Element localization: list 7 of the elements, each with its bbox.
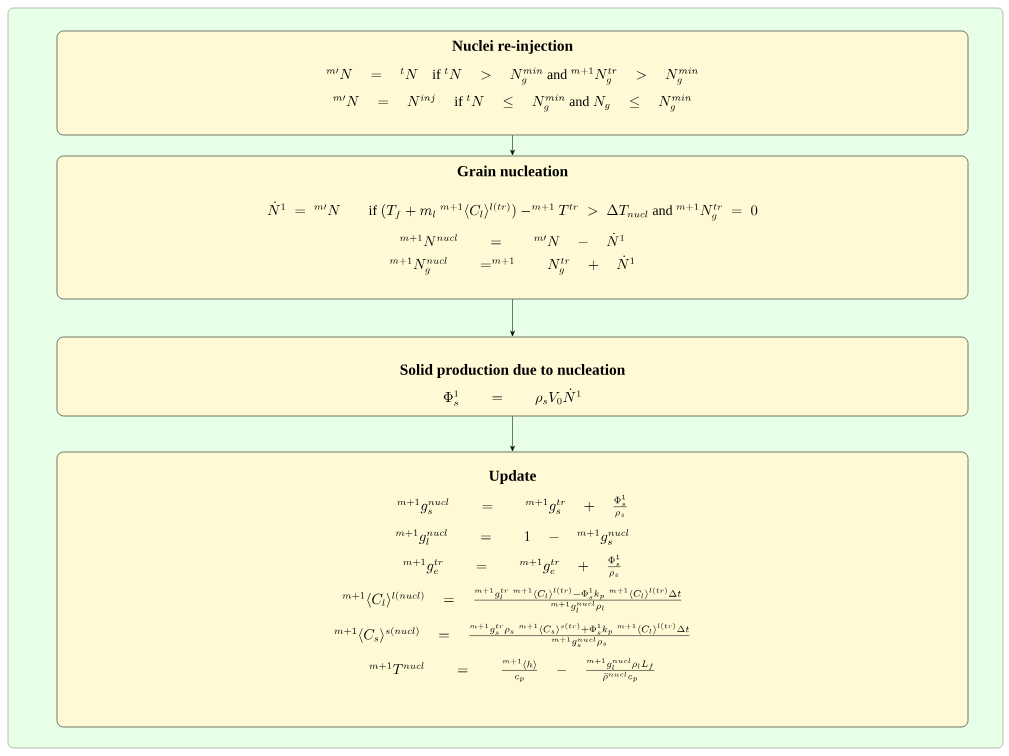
process-box: Grain nucleation $\dot{N}^1 \;=\; {}^{m\prime}N \qquad \mbox{if } (T_f + m_l\ {}^{m+1}\langle C_l\rangle^{l(tr)}) -^{m+1} T^{tr} \;>\; \Delta T_{nucl} \mbox{ and } {}^{m+1}N_g^{tr} \;=\; 0$ ${}^{m+1}N^{nucl} \qquad = \qquad {}^{m\prime}N \quad - \quad \dot{N}^1$ ${}^{m+1}N_g^{nucl} \qquad =^{m+1} \qquad N_g^{tr} \quad + \quad \dot{N}^1$: [56, 155, 969, 300]
arrow: [510, 299, 515, 337]
process-box: Solid production due to nucleation $\Phi_s^1 \qquad = \qquad \rho_s V_0 \dot{N}^1$: [56, 336, 969, 417]
process-box: Nuclei re-injection ${}^{m\prime}N \quad = \quad {}^{t}N \quad \mbox{if } {}^{t}N \quad > \quad N_g^{min} \mbox{ and } {}^{m+1}N_g^{tr} \quad > \quad N_g^{min}$ ${}^{m\prime}N \quad = \quad N^{inj} \quad\; \mbox{if } {}^{t}N \quad \leq \quad N_g^{min} \mbox{ and } N_g \quad \leq \quad N_g^{min}$: [56, 30, 969, 136]
process-box: Update ${}^{m+1}g_s^{nucl} \qquad = \qquad {}^{m+1}g_s^{tr} \quad + \quad \frac{\Phi_s^1}{\rho_s}$ ${}^{m+1}g_l^{nucl} \qquad = \qquad 1 \quad - \quad {}^{m+1}g_s^{nucl}$ ${}^{m+1}g_e^{tr} \qquad = \qquad {}^{m+1}g_e^{tr} \quad + \quad \frac{\Phi_s^1}{\rho_s}$ ${}^{m+1}\langle C_l\rangle^{l(nucl)} \quad = \quad \frac{{}^{m+1}g_l^{tr}\ {}^{m+1}\langle C_l\rangle^{l(tr)} - \Phi_s^1 k_p\ {}^{m+1}\langle C_l\rangle^{l(tr)}\Delta t}{{}^{m+1}g_l^{nucl}\rho_l}$ ${}^{m+1}\langle C_s\rangle^{s(nucl)} \quad = \quad \frac{{}^{m+1}g_s^{tr}\rho_s\ {}^{m+1}\langle C_s\rangle^{s(tr)} + \Phi_s^1 k_p\ {}^{m+1}\langle C_l\rangle^{l(tr)}\Delta t}{{}^{m+1}g_s^{nucl}\rho_s}$ ${}^{m+1}T^{nucl} \qquad = \qquad \frac{{}^{m+1}\langle h\rangle}{c_p} \quad - \quad \frac{{}^{m+1}g_l^{nucl}\rho_l L_f}{\bar{\rho}^{nucl}c_p}$: [56, 451, 969, 728]
arrow: [510, 416, 515, 452]
arrow: [510, 135, 515, 156]
